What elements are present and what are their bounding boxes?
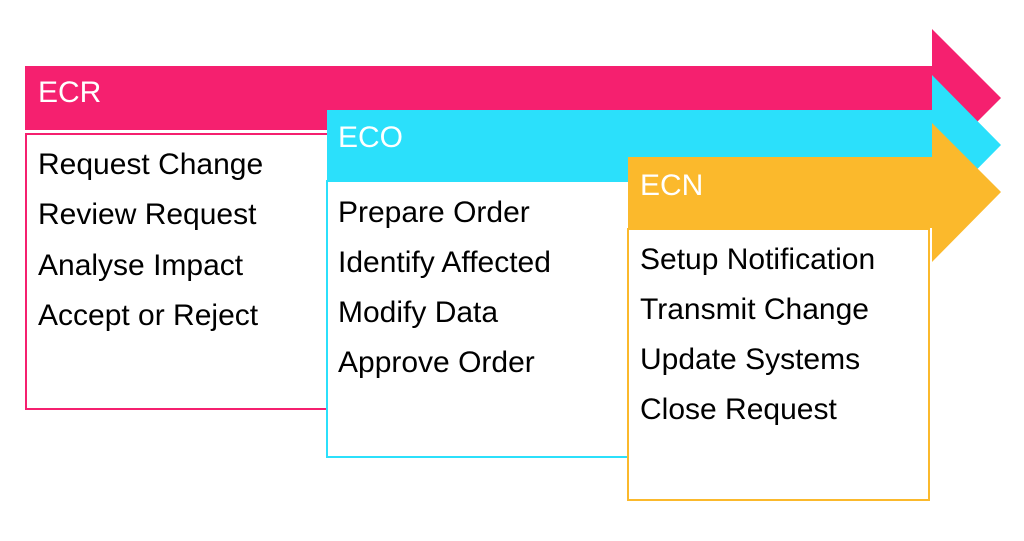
ecn-item: Close Request: [640, 393, 837, 426]
ecn-label: ECN: [640, 169, 704, 202]
ecn-arrow: [628, 123, 1001, 262]
eco-item: Identify Affected: [338, 246, 551, 279]
eco-item: Modify Data: [338, 296, 499, 329]
eco-item: Prepare Order: [338, 196, 530, 229]
ecn-item: Setup Notification: [640, 243, 876, 276]
ecn-item: Update Systems: [640, 343, 861, 376]
eco-item: Approve Order: [338, 346, 535, 379]
ecn-item: Transmit Change: [640, 293, 869, 326]
ecr-arrow: [25, 29, 1001, 167]
ecr-item: Request Change: [38, 148, 264, 181]
ecr-label: ECR: [38, 76, 102, 109]
ecr-box: [25, 133, 330, 410]
ecn-box: [627, 228, 930, 501]
ecr-item: Accept or Reject: [38, 299, 259, 332]
eco-box: [326, 180, 631, 458]
ecr-item: Review Request: [38, 198, 257, 231]
eco-label: ECO: [338, 121, 404, 154]
ecr-item: Analyse Impact: [38, 249, 244, 282]
